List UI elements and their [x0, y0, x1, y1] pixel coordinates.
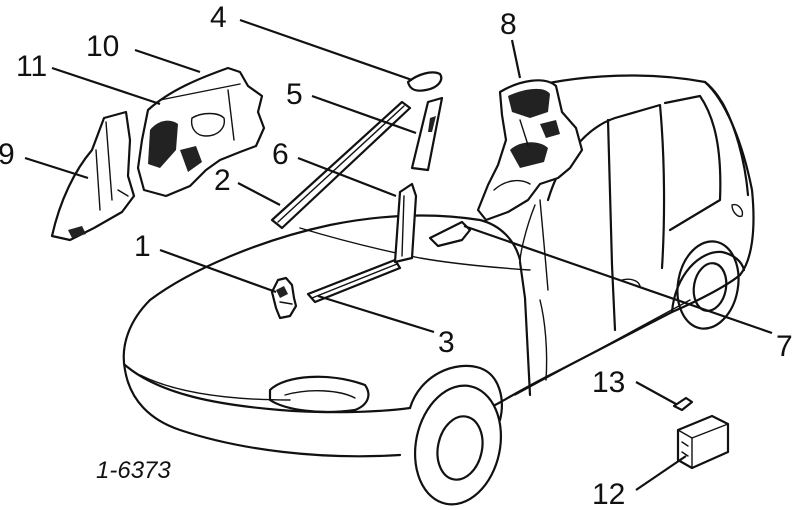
label-8: 8 — [500, 8, 517, 41]
part-6-pillar-trim — [393, 182, 418, 264]
leader-7 — [463, 224, 773, 335]
leader-12 — [635, 455, 687, 491]
part-9-rear-panel — [50, 110, 136, 242]
part-2-pillar-trim — [270, 100, 412, 230]
leader-8 — [510, 39, 522, 79]
label-6: 6 — [272, 138, 289, 171]
label-2: 2 — [214, 164, 231, 197]
drawing-code: 1-6373 — [96, 457, 171, 484]
label-12: 12 — [592, 478, 625, 510]
label-3: 3 — [438, 326, 455, 359]
leader-13 — [635, 381, 677, 405]
leader-1 — [159, 248, 277, 294]
part-5-panel — [410, 96, 444, 172]
part-1-bracket — [270, 276, 298, 320]
label-10: 10 — [86, 30, 119, 63]
leader-2 — [237, 182, 281, 206]
part-8-quarter-trim — [476, 79, 584, 222]
leader-6 — [297, 156, 397, 198]
label-11: 11 — [16, 50, 47, 83]
leader-11 — [51, 66, 161, 106]
car-body — [122, 74, 755, 506]
part-13-tab — [672, 396, 694, 412]
leader-3 — [317, 294, 435, 334]
part-12-box — [676, 414, 730, 470]
label-7: 7 — [776, 330, 793, 363]
label-13: 13 — [592, 366, 625, 399]
label-5: 5 — [286, 78, 303, 111]
part-10-large-trim — [136, 66, 266, 198]
leader-5 — [311, 94, 417, 135]
leader-4 — [239, 18, 413, 82]
part-4-clip — [406, 71, 443, 92]
leader-9 — [24, 156, 89, 180]
part-3-sill-trim — [306, 258, 402, 304]
leader-10 — [134, 48, 201, 74]
part-7-plate — [428, 220, 472, 248]
leader-lines — [24, 18, 773, 491]
label-4: 4 — [210, 1, 227, 34]
label-9: 9 — [0, 138, 15, 171]
label-1: 1 — [134, 230, 151, 263]
